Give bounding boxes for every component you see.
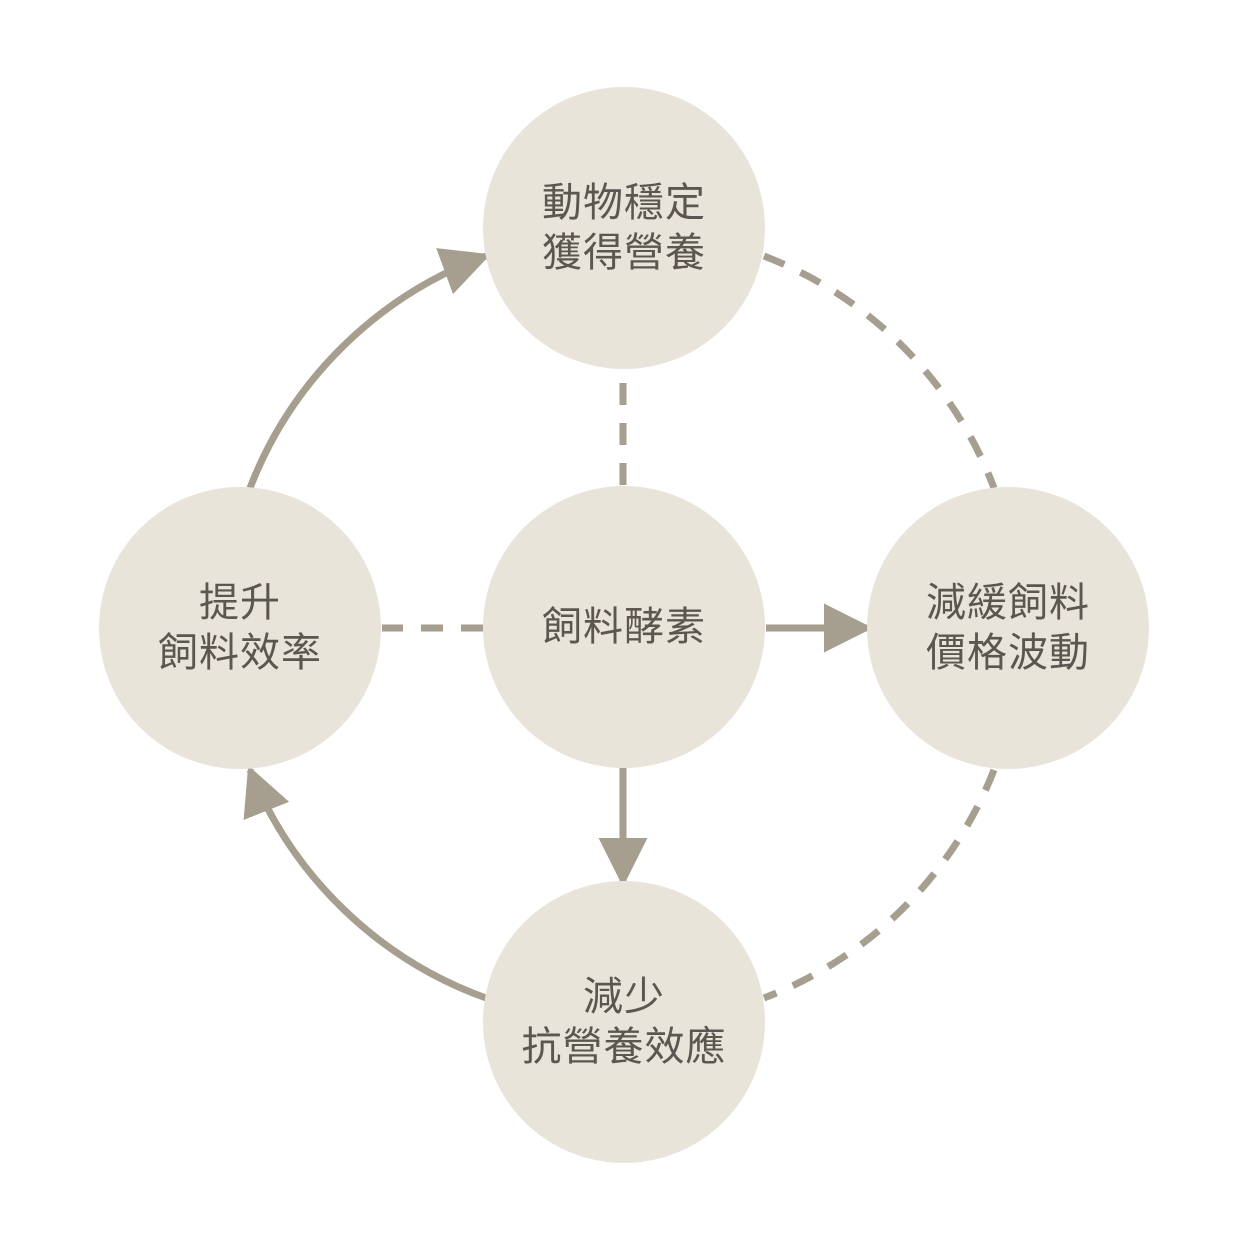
connector-bottom-left-arrow — [243, 765, 488, 1002]
connector-top-right-dashed — [762, 252, 998, 490]
node-right-label-line-1: 價格波動 — [926, 630, 1090, 676]
node-bottom-label-line-0: 減少 — [583, 974, 665, 1020]
node-top-label-line-0: 動物穩定 — [542, 180, 706, 226]
node-right-label-line-0: 減緩飼料 — [926, 580, 1090, 626]
node-top-stable-nutrition: 動物穩定獲得營養 — [483, 87, 765, 369]
node-center-feed-enzyme: 飼料酵素 — [483, 486, 765, 768]
connector-left-top-arrow — [246, 248, 491, 490]
connector-right-bottom-dashed — [762, 768, 998, 1002]
node-left-label-line-1: 飼料效率 — [158, 630, 322, 676]
node-right-price-fluctuation: 減緩飼料價格波動 — [867, 487, 1149, 769]
node-top-label-line-1: 獲得營養 — [542, 230, 706, 276]
node-bottom-antinutritional-effect: 減少抗營養效應 — [483, 881, 765, 1163]
node-left-label-line-0: 提升 — [199, 580, 281, 626]
node-center-label-line-0: 飼料酵素 — [542, 604, 706, 650]
node-left-feed-efficiency: 提升飼料效率 — [99, 487, 381, 769]
node-bottom-label-line-1: 抗營養效應 — [521, 1024, 727, 1070]
